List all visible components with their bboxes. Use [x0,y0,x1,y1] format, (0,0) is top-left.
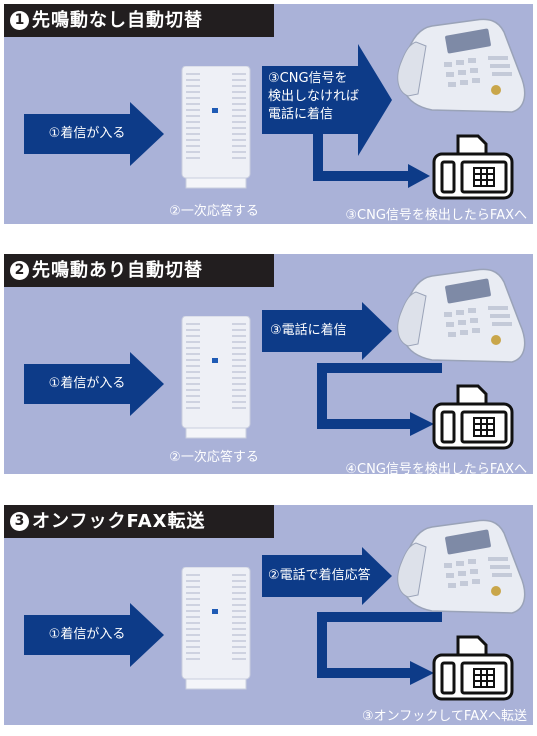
incoming-call-arrow-shape [24,352,164,416]
fax-route-arrow [317,612,442,685]
incoming-call-arrow-shape [24,102,164,166]
phone-route-arrow-shape [262,302,392,360]
phone-route-arrow: ③CNG信号を 検出しなければ 電話に着信 [262,44,392,156]
fax-label: ③CNG信号を検出したらFAXへ [345,208,527,223]
incoming-call-arrow: ①着信が入る [24,102,164,166]
phone-route-arrow-shape [262,44,392,156]
desk-phone-icon [392,262,530,370]
fax-machine-icon [428,132,518,202]
phone-route-label-line: 電話に着信 [268,107,334,122]
phone-route-label-line: ③CNG信号を [268,71,348,86]
incoming-call-arrow-shape [24,603,164,667]
title-number: 3 [10,512,29,531]
phone-route-arrow-shape [262,547,392,605]
fax-machine-icon [428,382,518,452]
phone-route-arrow: ②電話で着信応答 [262,547,392,605]
phone-route-label: ③CNG信号を 検出しなければ 電話に着信 [268,70,359,124]
fax-label: ④CNG信号を検出したらFAXへ [345,462,527,477]
fax-label: ③オンフックしてFAXへ転送 [362,709,527,724]
title-number: 2 [10,261,29,280]
title-text: 先鳴動なし自動切替 [32,10,203,31]
incoming-call-label: ①着信が入る [48,627,126,642]
gateway-device-icon [176,566,256,697]
device-label: ②一次応答する [169,204,259,219]
fax-machine-icon [428,633,518,703]
phone-route-label: ②電話で着信応答 [268,568,371,583]
phone-route-label-line: 検出しなければ [268,89,360,104]
title-text: 先鳴動あり自動切替 [32,260,203,281]
desk-phone-icon [392,12,530,120]
desk-phone-icon [392,513,530,621]
phone-route-arrow: ③電話に着信 [262,302,392,360]
fax-route-arrow [313,134,430,188]
title-number: 1 [10,11,29,30]
gateway-device-icon [176,315,256,446]
phone-route-label: ③電話に着信 [270,323,347,338]
incoming-call-arrow: ①着信が入る [24,603,164,667]
incoming-call-label: ①着信が入る [48,126,126,141]
incoming-call-arrow: ①着信が入る [24,352,164,416]
gateway-device-icon [176,65,256,196]
title-text: オンフックFAX転送 [32,511,206,532]
incoming-call-label: ①着信が入る [48,376,126,391]
device-label: ②一次応答する [169,450,259,465]
fax-route-arrow [317,363,442,436]
